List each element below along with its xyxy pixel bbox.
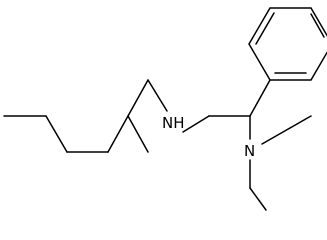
bond-c6-nh xyxy=(147,79,168,112)
bond-ethyl2-ch3 xyxy=(249,187,267,211)
ring-double-bond-3 xyxy=(310,13,325,38)
bond-c5-c6 xyxy=(127,79,149,117)
chemical-structure-diagram: NH N xyxy=(3,7,327,211)
bond-c5-methyl xyxy=(127,115,149,153)
bond-nh-ch2 xyxy=(182,115,210,133)
bond-n-ethyl1-ch2 xyxy=(261,127,291,145)
phenyl-ring xyxy=(248,7,327,117)
diethylamino-group xyxy=(249,115,312,211)
ring-double-bond-2 xyxy=(255,12,275,45)
ethylene-bridge xyxy=(182,115,251,140)
benzene-ring xyxy=(248,7,327,81)
bond-ethyl1-ch3 xyxy=(289,115,312,129)
hexyl-chain xyxy=(3,79,168,153)
bond-c2-c3 xyxy=(45,115,68,153)
amine-n-label: N xyxy=(244,142,255,160)
amine-nh-label: NH xyxy=(162,114,185,132)
bond-ch-ring xyxy=(249,79,271,117)
bond-c4-c5 xyxy=(107,115,129,153)
